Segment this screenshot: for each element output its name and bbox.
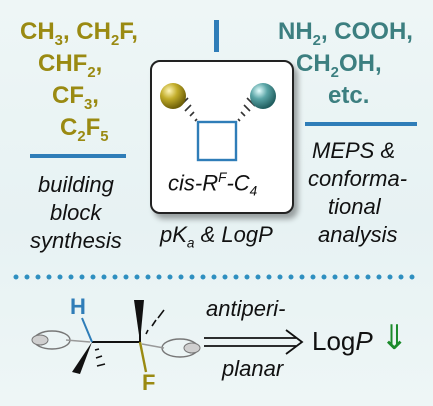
left-caption-1: building xyxy=(38,172,114,197)
left-carbon-group xyxy=(31,317,140,374)
arrow-top-label: antiperi- xyxy=(206,296,286,321)
top-center-tick xyxy=(214,20,219,52)
atom-f-label: F xyxy=(142,370,156,395)
teal-substituent-ball xyxy=(250,83,276,109)
logp-result-label: LogP xyxy=(312,326,373,356)
right-caption-2: conforma- xyxy=(308,166,408,191)
left-caption-3: synthesis xyxy=(30,228,122,253)
left-formula-1: CH3, CH2F, xyxy=(20,18,138,49)
right-formula-2: CH2OH, xyxy=(296,50,382,81)
arrow-bottom-label: planar xyxy=(222,356,284,381)
left-caption-2: block xyxy=(50,200,102,225)
right-carbon-group xyxy=(134,300,201,373)
center-properties-label: pKa & LogP xyxy=(160,222,273,251)
left-formula-3: CF3, xyxy=(52,82,99,113)
right-formula-3: etc. xyxy=(328,82,370,109)
atom-h-label: H xyxy=(70,294,86,319)
left-formula-4: C2F5 xyxy=(60,114,109,145)
right-caption-1: MEPS & xyxy=(312,138,396,163)
center-structure-label: cis-RF-C4 xyxy=(168,170,258,199)
decrease-arrow-icon: ⇓ xyxy=(380,319,409,357)
left-formula-2: CHF2, xyxy=(38,50,103,81)
right-caption-4: analysis xyxy=(318,222,398,247)
olive-substituent-ball xyxy=(160,83,186,109)
cyclobutane-ring xyxy=(196,120,238,162)
right-formula-1: NH2, COOH, xyxy=(278,18,413,49)
left-divider-bar xyxy=(30,154,126,158)
right-caption-3: tional xyxy=(328,194,381,219)
right-divider-bar xyxy=(305,122,417,126)
